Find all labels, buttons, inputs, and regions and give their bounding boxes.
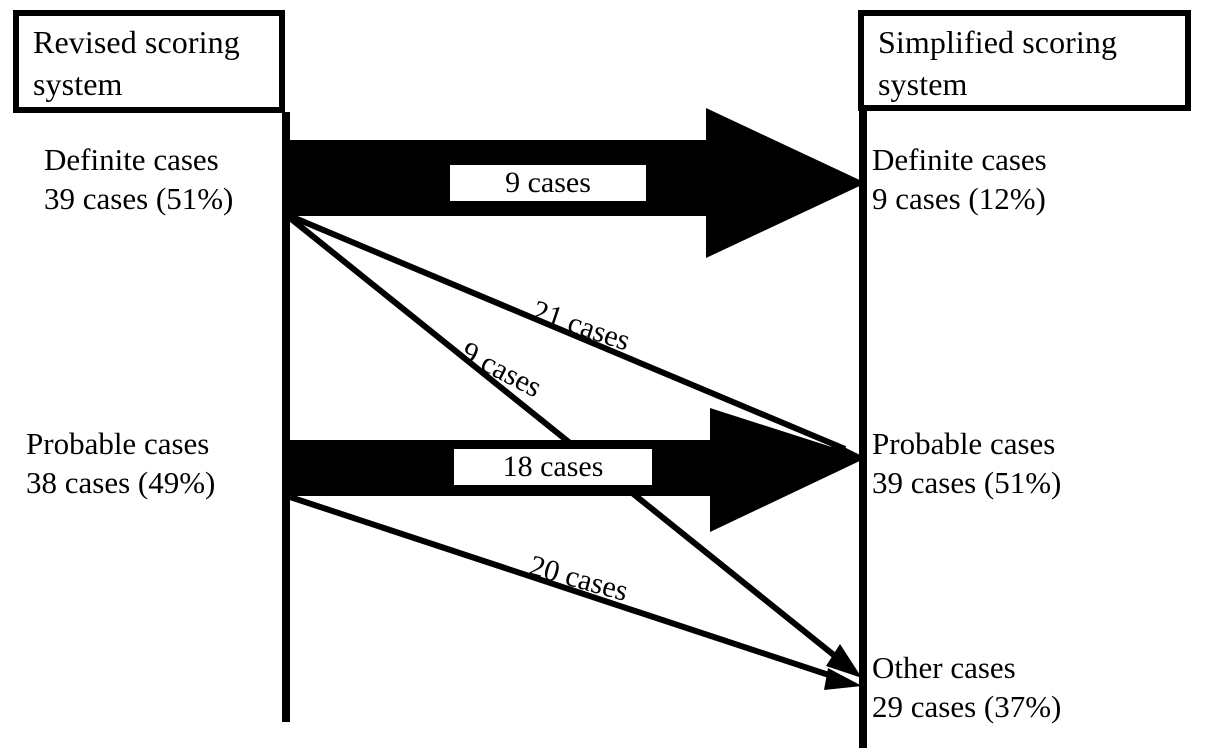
line-arrow-definite-to-other	[288, 215, 862, 678]
node-label-probable-right: Probable cases 39 cases (51%)	[872, 424, 1061, 502]
node-name: Other cases	[872, 650, 1016, 685]
node-label-definite-left: Definite cases 39 cases (51%)	[44, 140, 233, 218]
left-header-line1: Revised scoring	[33, 24, 240, 60]
node-label-other-right: Other cases 29 cases (37%)	[872, 648, 1061, 726]
right-column-header-box: Simplified scoring system	[858, 10, 1191, 111]
node-label-probable-left: Probable cases 38 cases (49%)	[26, 424, 215, 502]
left-header-line2: system	[33, 65, 123, 102]
node-label-definite-right: Definite cases 9 cases (12%)	[872, 140, 1047, 218]
node-count: 29 cases (37%)	[872, 689, 1062, 725]
right-header-line2: system	[878, 65, 968, 102]
line-arrow-definite-to-probable	[288, 213, 864, 462]
left-column-header-box: Revised scoring system	[13, 10, 285, 113]
node-count: 39 cases (51%)	[44, 181, 234, 217]
node-name: Probable cases	[872, 426, 1056, 461]
flow-label-probable-to-probable: 18 cases	[452, 447, 654, 487]
node-count: 9 cases (12%)	[872, 181, 1046, 217]
node-name: Definite cases	[872, 142, 1047, 177]
node-count: 38 cases (49%)	[26, 465, 216, 501]
node-name: Definite cases	[44, 142, 219, 177]
node-name: Probable cases	[26, 426, 210, 461]
flow-label-definite-to-definite: 9 cases	[448, 163, 648, 203]
right-header-line1: Simplified scoring	[878, 24, 1118, 60]
line-arrow-probable-to-other	[289, 494, 862, 690]
node-count: 39 cases (51%)	[872, 465, 1062, 501]
